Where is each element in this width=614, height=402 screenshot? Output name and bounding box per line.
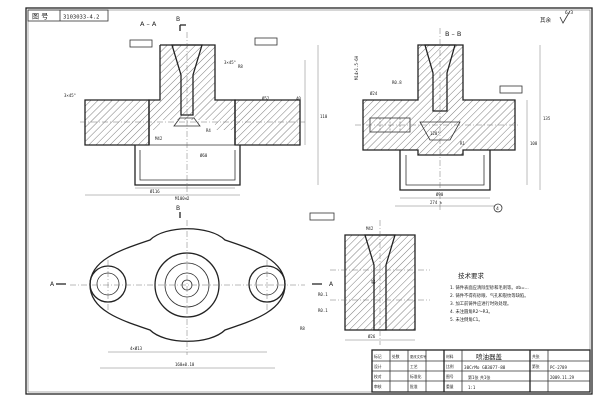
perpendicularity-frame-icon [254,37,278,46]
tech-req-title: 技术要求 [458,271,485,280]
roughness-value: 6.3 [565,10,573,16]
tb-label: 工艺 [410,364,418,369]
tech-req-line: 3. 加工前铸件应进行时效处理。 [450,300,511,307]
tb-label: 校对 [374,374,382,379]
dim-text: M100×2 [175,196,190,201]
tech-req-line: 4. 未注圆角R2～R3。 [450,308,493,315]
cut-plane-a-left: A [50,281,55,288]
drawing-number-label: 图 号 [32,13,48,21]
tech-req-line: 5. 未注倒角C1。 [450,316,483,323]
drawing-code: PC-2789 [550,365,567,370]
dim-text: 135 [543,116,551,121]
dim-text: Ø60 [200,153,208,158]
dim-text: R0.1 [318,308,328,313]
dim-text: R0.8 [392,80,402,85]
dim-text: Ø5 [371,279,376,284]
dim-text: R8 [238,64,243,69]
tb-label: 材料 [446,354,454,359]
cut-plane-b-top: B [176,16,180,23]
dim-text: 108 [530,141,538,146]
section-b-b-label: B – B [445,30,461,38]
section-a-a-view: A – A B Ø116 M100×2 40 110 Ø52 R8 3×45° [64,16,328,201]
cut-plane-a-right: A [329,281,334,288]
dim-text: M42 [155,136,163,141]
dim-text: 160±0.10 [175,362,195,367]
reference-circle-marker [493,203,503,213]
dim-text: Ø90 [436,192,444,197]
flatness-frame-icon [499,85,523,94]
dim-text: 120° [430,131,440,136]
sheet-count: 第1张 共1张 [468,374,490,380]
dim-text: R8 [300,326,305,331]
dim-text: 110 [320,114,328,119]
circle-mark-number: 4 [496,206,499,212]
plan-view: B A A 4×Ø13 160±0.10 R8 [50,205,334,369]
part-name: 喷油器盖 [476,352,503,361]
scale: 1:1 [468,385,476,390]
tb-label: 设计 [374,364,382,369]
tb-label: 处数 [392,354,400,359]
dim-text: R0.1 [318,292,328,297]
dim-text: 3×45° [224,60,236,65]
dim-text: M42 [366,226,374,231]
section-a-a-label: A – A [140,20,157,28]
dim-text: M14×1.5-6H [354,55,359,80]
tb-label: 图号 [446,374,454,379]
dim-text: Ø24 [370,91,378,96]
tb-label: 第张 [532,364,540,369]
flatness-frame-icon [129,39,153,48]
dim-text: R1 [460,141,465,146]
flatness-frame-icon [309,212,335,221]
hole-note: 4×Ø13 [130,346,143,351]
tb-label: 审核 [374,384,382,389]
material: 30CrMo GB3077-88 [464,365,506,371]
drawing-number: 3103033-4.2 [63,15,99,21]
tech-req-line: 1. 铸件表面应清除型砂和毛刺等。σb=... [450,284,529,291]
tb-label: 比例 [446,364,454,369]
dim-text: 3×45° [64,93,76,98]
roughness-other-label: 其余 [540,16,552,24]
tech-req-line: 2. 铸件不得有砂眼、气孔和裂纹等缺陷。 [450,292,529,299]
roughness-check-icon [559,10,571,24]
tb-label: 批准 [410,384,418,389]
tb-label: 标记 [374,354,382,359]
section-b-b-view: B – B Ø90 274 ± 108 135 M14×1.5-6H R0.8 … [354,28,551,213]
detail-view: Ø26 R0.1 R0.1 Ø5 M42 [309,212,430,345]
drawing-date: 2009.11.29 [550,375,575,380]
cut-plane-b-plan: B [176,205,180,212]
sheet-frame [25,7,593,395]
tb-label: 更改文件号 [410,354,427,359]
dim-text: 40 [296,96,301,101]
drawing-number-box: 图 号 3103033-4.2 [27,9,109,22]
title-block: 标记 处数 更改文件号 设计 校对 审核 工艺 标准化 批准 材料 比例 图号 … [371,349,591,393]
tb-label: 共张 [532,354,540,359]
dim-text: Ø52 [262,96,270,101]
technical-requirements: 技术要求 1. 铸件表面应清除型砂和毛刺等。σb=... 2. 铸件不得有砂眼、… [450,271,529,323]
dim-text: Ø26 [368,334,376,339]
tb-label: 重量 [446,384,454,389]
dim-text: R4 [206,128,211,133]
general-roughness-note: 其余 6.3 [540,10,573,24]
dim-text: Ø116 [150,189,160,194]
tb-label: 标准化 [410,374,422,379]
dim-text: 274 ± [430,200,443,205]
